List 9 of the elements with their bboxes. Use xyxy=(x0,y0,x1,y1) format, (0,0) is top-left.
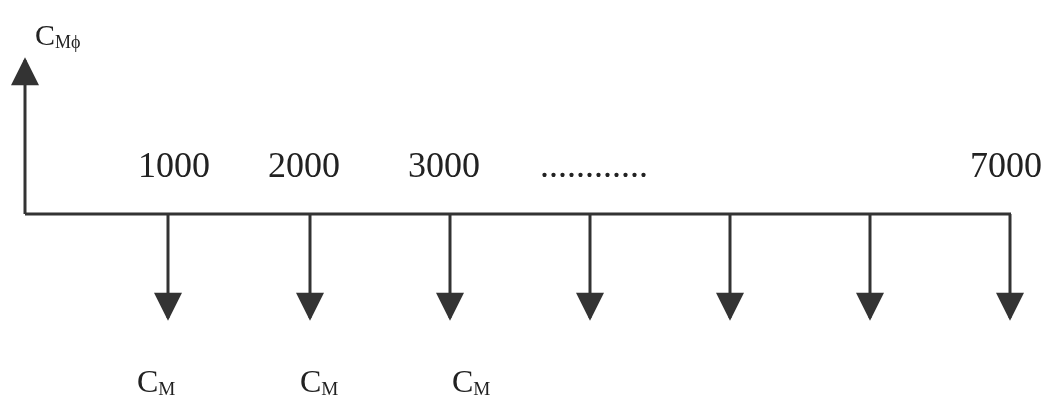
axis-value: 7000 xyxy=(970,147,1042,183)
symbol-label: C$_{M}$ xyxy=(300,365,339,399)
axis-value: 3000 xyxy=(408,147,480,183)
axis-value: 2000 xyxy=(268,147,340,183)
symbol-label: C$_{M}$ xyxy=(137,365,176,399)
axis-value: 1000 xyxy=(138,147,210,183)
ellipsis: ............ xyxy=(540,147,648,183)
symbol-label: C$_{Mϕ}$ xyxy=(35,20,81,51)
symbol-label: C$_{M}$ xyxy=(452,365,491,399)
